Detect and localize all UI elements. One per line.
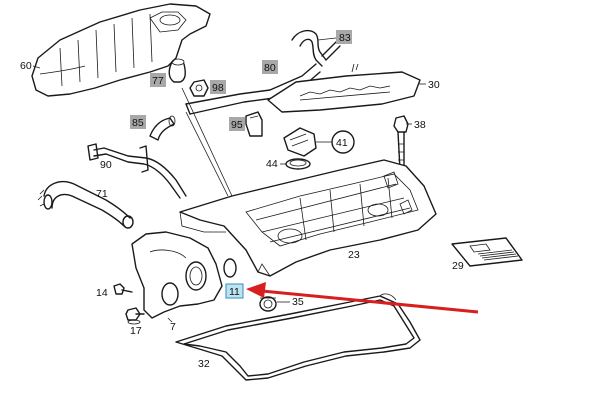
callout-box-98 [210,80,226,94]
callout-box-11-highlight[interactable] [225,283,244,299]
callout-77: 77 [152,75,164,87]
leader-to-cover-a [181,87,233,197]
callout-44: 44 [266,158,278,170]
callout-box-85 [130,115,146,129]
part-38-bolt[interactable] [393,115,409,171]
callout-38: 38 [414,119,426,131]
part-98-clip[interactable] [189,79,209,97]
part-23-valve-cover[interactable] [179,159,437,278]
part-83-breather-hose[interactable] [291,29,341,67]
part-7-front-cover[interactable] [131,231,223,319]
callout-95: 95 [231,119,243,131]
callout-box-80 [262,60,278,74]
callout-14: 14 [96,287,108,299]
callout-7: 7 [170,321,176,333]
callout-32: 32 [198,358,210,370]
part-17-bolt[interactable] [125,307,145,325]
leader-to-cover-b [185,111,229,197]
part-85-hose[interactable] [149,115,176,141]
part-95-bracket[interactable] [245,111,263,137]
callout-11: 11 [229,286,240,298]
callout-box-77 [150,73,166,87]
callout-85: 85 [132,117,144,129]
part-30-cover-plate[interactable] [267,63,421,113]
callout-box-95 [229,117,245,131]
part-32-gasket[interactable] [175,293,421,381]
leader-7 [167,317,173,323]
callout-box-83 [336,30,352,44]
callout-80: 80 [264,62,276,74]
part-44-seal-ring[interactable] [285,158,311,170]
part-41-filler-cap[interactable] [283,127,317,157]
callout-41: 41 [336,137,348,149]
part-35-shaft-seal[interactable] [259,296,277,312]
highlight-arrow [246,282,479,314]
callout-17: 17 [130,325,142,337]
leader-83 [317,37,337,41]
part-90-vent-line[interactable] [87,143,187,199]
part-71-curved-hose[interactable] [37,180,134,229]
part-77-hose-elbow[interactable] [168,58,186,83]
callout-71: 71 [96,188,108,200]
callout-29: 29 [452,260,464,272]
callout-30: 30 [428,79,440,91]
part-14-screw[interactable] [113,283,133,295]
part-29-label[interactable] [451,237,523,267]
leader-60 [32,65,41,69]
callout-83: 83 [339,32,351,44]
callout-60: 60 [20,60,32,72]
part-60-intake-housing[interactable] [31,3,211,97]
callout-98: 98 [212,82,224,94]
callout-23: 23 [348,249,360,261]
callout-90: 90 [100,159,112,171]
callout-35: 35 [292,296,304,308]
